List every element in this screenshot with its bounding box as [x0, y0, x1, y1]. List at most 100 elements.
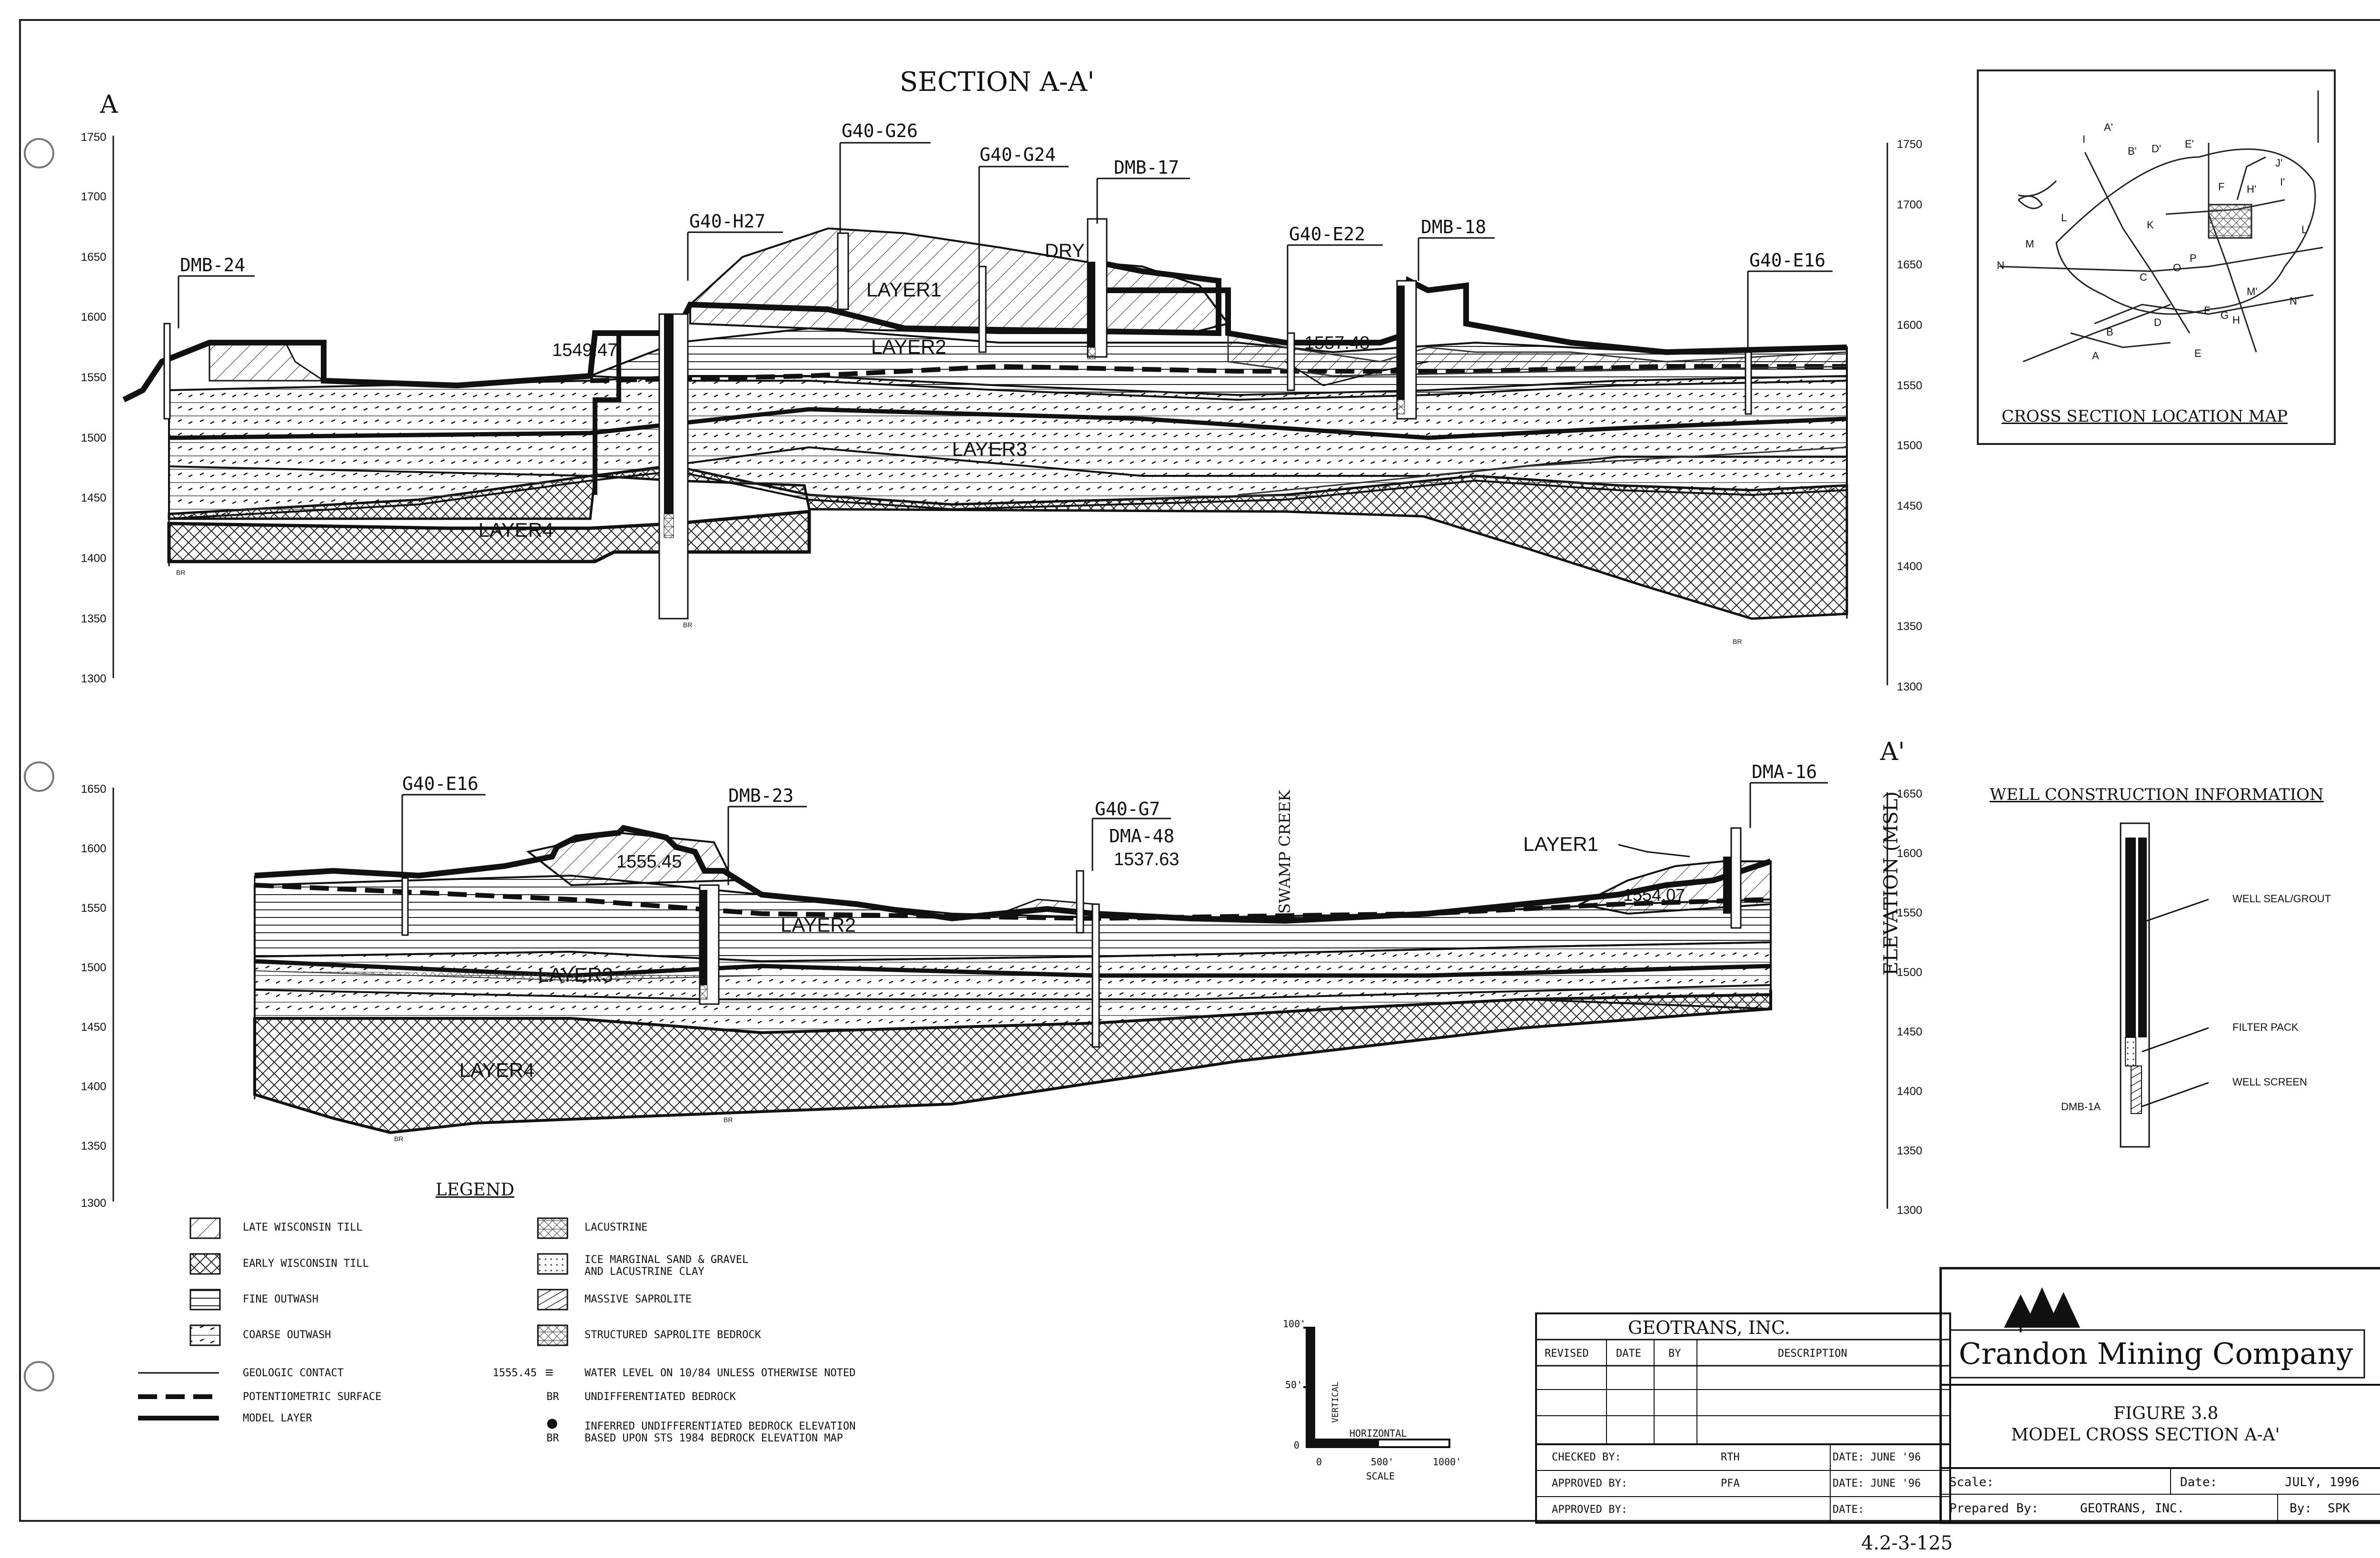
section-start-label: A — [100, 90, 118, 119]
layer-label: LAYER2 — [781, 914, 856, 936]
water-level-label: 1549.47 — [552, 340, 618, 360]
map-label: A — [2092, 350, 2099, 362]
dry-label: DRY — [1045, 240, 1085, 261]
upper-wells — [163, 218, 1752, 620]
checked-by-label: CHECKED BY: — [1552, 1451, 1621, 1463]
map-label: H — [2232, 314, 2240, 326]
map-label: B — [2106, 326, 2113, 338]
axis-tick: 1550 — [81, 371, 107, 384]
rev-header: BY — [1668, 1348, 1681, 1360]
date-value: JULY, 1996 — [2285, 1475, 2360, 1489]
pine-trees-logo — [2004, 1287, 2080, 1332]
date-label: Date: — [2180, 1475, 2218, 1489]
well-label: DMB-23 — [728, 785, 794, 806]
axis-tick: 1400 — [1897, 1085, 1923, 1098]
axis-tick: 1500 — [81, 961, 107, 974]
axis-tick: 1500 — [1897, 439, 1923, 452]
scale-bar — [1303, 1327, 1450, 1448]
legend-item: WATER LEVEL ON 10/84 UNLESS OTHERWISE NO… — [585, 1367, 856, 1379]
axis-tick: 1300 — [1897, 1204, 1923, 1217]
rev-header: REVISED — [1545, 1348, 1589, 1360]
drawing-sheet-border — [19, 19, 2380, 1522]
br-mark: BR — [1733, 638, 1742, 645]
figure-title: MODEL CROSS SECTION A-A' — [2011, 1425, 2280, 1445]
axis-tick: 1600 — [81, 842, 107, 855]
axis-tick: 1750 — [1897, 138, 1923, 151]
scale-tick: 50' — [1285, 1379, 1303, 1390]
elevation-axes — [112, 136, 1888, 1209]
axis-tick: 1700 — [1897, 198, 1923, 211]
axis-tick: 1450 — [1897, 1026, 1923, 1038]
br-mark: BR — [394, 1135, 404, 1143]
location-map-sketch — [1977, 69, 2336, 445]
page-id: 4.2-3-125 — [1861, 1532, 1953, 1554]
map-label: N' — [2290, 295, 2300, 307]
prepared-by-label: Prepared By: — [1949, 1501, 2039, 1516]
axis-tick: 1700 — [81, 190, 107, 203]
well-label: G40-E16 — [402, 773, 479, 794]
map-label: O — [2173, 262, 2182, 274]
scale-label: SCALE — [1366, 1470, 1395, 1482]
scale-tick: 0 — [1294, 1440, 1300, 1451]
water-level-icon: ≡ — [545, 1365, 554, 1381]
approved-by: PFA — [1721, 1478, 1740, 1489]
binder-hole — [24, 761, 54, 792]
br-mark: BR — [683, 621, 693, 629]
legend-item: POTENTIOMETRIC SURFACE — [243, 1391, 382, 1403]
map-label: F — [2204, 305, 2211, 316]
horizontal-scale-label: HORIZONTAL — [1349, 1428, 1407, 1439]
legend-item: FINE OUTWASH — [243, 1293, 318, 1305]
figure-number: FIGURE 3.8 — [2113, 1404, 2219, 1423]
consultant-name: GEOTRANS, INC. — [1628, 1317, 1790, 1338]
axis-tick: 1600 — [1897, 847, 1923, 860]
axis-tick: 1550 — [81, 902, 107, 915]
map-label: M' — [2247, 286, 2258, 297]
by-label: By: — [2290, 1501, 2312, 1516]
well-label: G40-G24 — [980, 144, 1056, 165]
water-level-label: 1555.45 — [616, 852, 682, 872]
scale-field-label: Scale: — [1949, 1475, 1994, 1489]
axis-tick: 1350 — [81, 1140, 107, 1153]
axis-tick: 1300 — [1897, 680, 1923, 693]
axis-tick: 1400 — [81, 552, 107, 565]
map-label: L — [2061, 212, 2067, 224]
axis-tick: 1450 — [81, 1021, 107, 1034]
axis-tick: 1350 — [81, 612, 107, 625]
layer-label: LAYER3 — [952, 438, 1027, 460]
upper-profile — [122, 142, 1848, 620]
layer-label: LAYER1 — [866, 278, 942, 301]
legend-item: LATE WISCONSIN TILL — [243, 1222, 363, 1233]
layer-label: LAYER3 — [538, 964, 613, 986]
map-label: A' — [2104, 121, 2113, 133]
axis-tick: 1400 — [81, 1080, 107, 1093]
br-mark: BR — [176, 569, 186, 576]
layer-label: LAYER4 — [478, 519, 554, 541]
axis-tick: 1650 — [81, 783, 107, 796]
axis-tick: 1450 — [1897, 500, 1923, 513]
scale-tick: 0 — [1316, 1456, 1322, 1468]
axis-tick: 1600 — [81, 311, 107, 324]
map-label: F — [2218, 181, 2225, 193]
axis-tick: 1300 — [81, 672, 107, 685]
legend-item: UNDIFFERENTIATED BEDROCK — [585, 1391, 736, 1403]
map-label: P — [2190, 252, 2197, 264]
well-label: DMA-48 — [1109, 826, 1175, 847]
map-label: B' — [2128, 145, 2137, 157]
water-level-label: 1557.48 — [1304, 333, 1370, 353]
axis-tick: 1300 — [81, 1197, 107, 1210]
map-label: I — [2082, 133, 2086, 145]
legend-item: STRUCTURED SAPROLITE BEDROCK — [585, 1329, 761, 1341]
axis-tick: 1400 — [1897, 560, 1923, 573]
layer-label: LAYER4 — [459, 1059, 535, 1081]
map-label: H' — [2247, 183, 2257, 195]
well-label: DMB-18 — [1421, 217, 1487, 237]
well-screen-label: WELL SCREEN — [2232, 1076, 2307, 1088]
well-label: G40-E16 — [1749, 250, 1826, 271]
lower-profile — [253, 782, 1828, 1134]
axis-tick: 1350 — [1897, 620, 1923, 633]
axis-tick: 1550 — [1897, 907, 1923, 919]
legend-item: GEOLOGIC CONTACT — [243, 1367, 344, 1379]
map-label: E' — [2185, 138, 2194, 150]
layer-label: LAYER1 — [1523, 833, 1598, 855]
